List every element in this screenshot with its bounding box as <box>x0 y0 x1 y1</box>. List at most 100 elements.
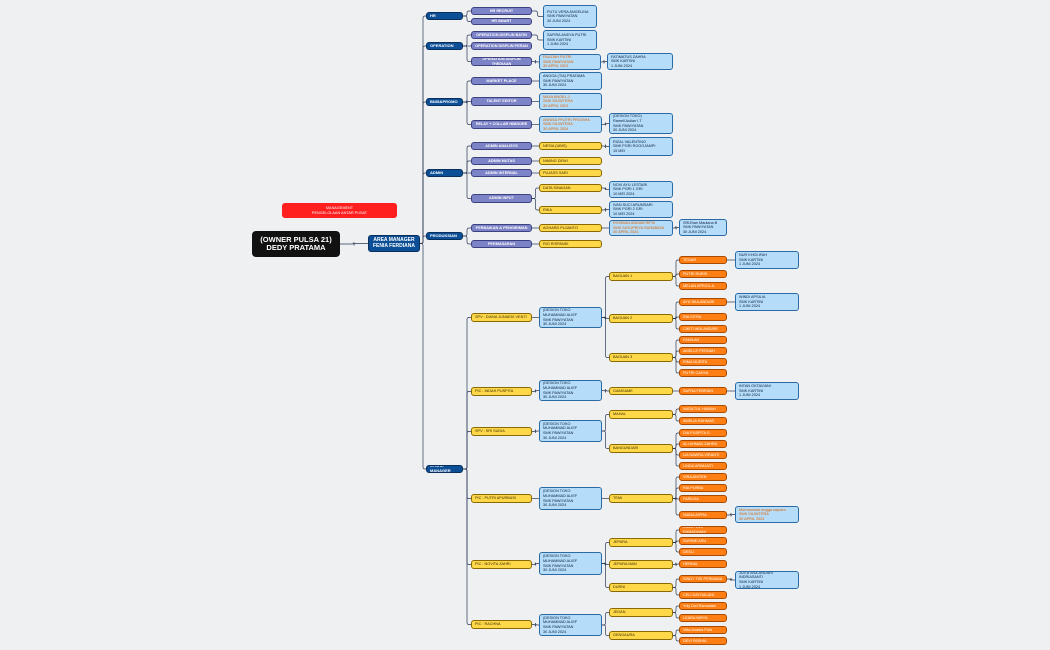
node-bis[interactable]: BNIS&PROMO <box>426 98 463 106</box>
node-s4-a3[interactable]: FARILHA <box>679 495 727 503</box>
node-s5-a1[interactable]: INDAH DWI RAMADHANI <box>679 526 727 534</box>
node-s1-b2-3[interactable]: CIKITI WULANDARI <box>679 325 727 333</box>
node-adm4-a[interactable]: DATA SINAGAN <box>539 184 602 192</box>
node-bis1[interactable]: MARKET PLACE <box>471 77 532 85</box>
node-s4[interactable]: PIC : PUTRI APURBASI <box>471 494 532 503</box>
node-adm4-b-i[interactable]: IVAN SUCI ARUMSARI SMK PGRI 2 GRI 10 MEI… <box>609 201 673 218</box>
node-prd[interactable]: PRODUKSIAN <box>426 232 463 240</box>
node-hr-recruit[interactable]: HR RECRUIT <box>471 7 532 15</box>
node-adm2[interactable]: ADMIN MUTAS <box>471 157 532 165</box>
node-prd1-c[interactable]: SRIZhan Maulana B SMK PAWIYATAN 30 JUNI … <box>679 219 727 236</box>
node-s1-b3-4[interactable]: PUTRI CAHYA <box>679 369 727 377</box>
node-op[interactable]: OPERATION <box>426 42 463 50</box>
node-adm4-a-i[interactable]: NOVI AYU LESTARI SMK PGRI 1 GRI 10 MEI 2… <box>609 181 673 198</box>
node-s1-b1-2[interactable]: PUTRI RURIS <box>679 270 727 278</box>
node-s2-a1i[interactable]: INTAN OKTAVIANI SMK KARTINI 1 JUNI 2024 <box>735 382 799 400</box>
node-bis3[interactable]: RELAY + COLLAR HIMDORE <box>471 120 532 129</box>
node-adm[interactable]: ADMIN <box>426 169 463 177</box>
node-s2-info[interactable]: (DESIGN TOKO MUHAMMAD ALIEF SMK PAWIYATA… <box>539 380 602 401</box>
node-s1-info[interactable]: (DESIGN TOKO MUHAMMAD ALIEF SMK PAWIYATA… <box>539 307 602 328</box>
node-s3-a1[interactable]: NADILTUL HAMAH <box>679 405 727 413</box>
node-bis1-a[interactable]: ANGGA (TIA) PRATAMA SMK PAWIYATAN 30 JUN… <box>539 72 602 90</box>
node-s6-b2[interactable]: DEVI PASHIA <box>679 637 727 645</box>
node-s1[interactable]: SPV : DIANA JUNAEDI VENTI <box>471 313 532 322</box>
node-s3-a2[interactable]: AMELIA RAHMAD <box>679 417 727 425</box>
node-s1-b1-1i[interactable]: NUR KHOLIFAH SMK KARTINI 1 JUNI 2024 <box>735 251 799 269</box>
node-root[interactable]: (OWNER PULSA 21) DEDY PRATAMA <box>252 231 340 257</box>
node-s4-info[interactable]: (DESIGN TOKO MUHAMMAD ALIEF SMK PAWIYATA… <box>539 487 602 510</box>
node-s3-b3[interactable]: LIA NAWRA VIRANTI <box>679 451 727 459</box>
node-am[interactable]: AREA MANAGER FENIA FERDIANA <box>368 235 420 252</box>
node-s3[interactable]: SPV : SRI SUDIA <box>471 427 532 436</box>
node-s5-b1[interactable]: HERNIA <box>679 560 727 568</box>
node-op-info[interactable]: SAFIRA ANDYA PUTRI SMK KARTINI 1 JUNI 20… <box>543 30 597 50</box>
node-s6-info[interactable]: (DESIGN TOKO MUHAMMAD ALIEF SMK PAWIYATA… <box>539 614 602 636</box>
node-s5-a2[interactable]: SURINE ARU <box>679 537 727 545</box>
node-s5-c1i[interactable]: JUITA WULANDARI INDRIASANTI SMK KARTINI … <box>735 571 799 589</box>
node-s3-info[interactable]: (DESIGN TOKO MUHAMMAD ALIEF SMK PAWIYATA… <box>539 420 602 442</box>
node-hr-smart[interactable]: HR SMART <box>471 18 532 25</box>
node-s3-b1[interactable]: DIA PUSPITA S <box>679 429 727 437</box>
node-sm[interactable]: STORE MANAGER <box>426 465 463 473</box>
node-op1[interactable]: OPERATION DISPLIN BATIN <box>471 31 532 39</box>
node-s6-a1[interactable]: Yuly Dwi Ramadani <box>679 602 727 610</box>
node-s5-c1[interactable]: SINDY TISI PERMANA <box>679 575 727 583</box>
node-s4-a2[interactable]: RIA PURBA <box>679 484 727 492</box>
node-hr[interactable]: HR <box>426 12 463 20</box>
node-s1-b3[interactable]: BAGUAN 3 <box>609 353 673 362</box>
node-s1-b2-2[interactable]: RIA SITRA <box>679 313 727 321</box>
node-s3-b2[interactable]: ALI AHMAD ZAHRA <box>679 440 727 448</box>
node-adm1[interactable]: ADMIN ANALISYS <box>471 142 532 150</box>
node-s1-b2-1i[interactable]: WINDI APSILIA SMK KARTINI 1 JUNI 2024 <box>735 293 799 311</box>
node-s5-c[interactable]: DURNI <box>609 583 673 592</box>
node-s6-a[interactable]: JEDAN <box>609 608 673 617</box>
node-s3-b4[interactable]: LINDA ARIMANTI <box>679 462 727 470</box>
node-s6-b1[interactable]: Vitta Analea Putri <box>679 626 727 634</box>
node-hr-info[interactable]: PUTU VERA ANGELINA SMK PAWIYATAN 30 JUNI… <box>543 5 597 28</box>
node-op3-b[interactable]: FATIMATUS ZAHRA SMK KARTINI 1 JUNI 2024 <box>607 53 673 70</box>
node-s6[interactable]: PIC : RACHNA <box>471 620 532 629</box>
node-prd1-b[interactable]: ROHMAN ANDAM RIFKI SMK SATUPRIYA SURABAY… <box>609 220 673 236</box>
node-s1-b1-1[interactable]: TEGAR <box>679 256 727 264</box>
node-s1-b3-1[interactable]: FAMILAH <box>679 336 727 344</box>
node-adm4-b[interactable]: RIKA <box>539 206 602 214</box>
node-s2-a[interactable]: GAMGAME <box>609 387 673 395</box>
node-op3-a[interactable]: FAUZIAH PUTRI SMK PAWIYATAN 30 APRIL 202… <box>539 54 601 70</box>
node-s5[interactable]: PIC : NOVITA ZAHRI <box>471 560 532 569</box>
node-s5-a3[interactable]: DESLI <box>679 548 727 556</box>
node-prd2[interactable]: PERMASARAN <box>471 240 532 248</box>
node-bis2-a[interactable]: MAYA ANGEL J. SMK SILIWTERA 30 APRIL 202… <box>539 93 602 110</box>
node-s5-info[interactable]: (DESIGN TOKO MUHAMMAD ALIEF SMK PAWIYATA… <box>539 552 602 575</box>
node-s6-a2[interactable]: LEARA NIRYA <box>679 614 727 622</box>
node-op3[interactable]: OPERATION DISPLIN THEDIAAN <box>471 57 532 66</box>
node-s1-b1[interactable]: BAGUAN 1 <box>609 272 673 281</box>
node-s5-a[interactable]: JEPARA <box>609 538 673 547</box>
node-adm2-a[interactable]: NIMING DEWI <box>539 157 602 165</box>
node-s2-a1[interactable]: SAFNA FEBRIAN <box>679 387 727 395</box>
node-adm3[interactable]: ADMIN INTERNAL <box>471 169 532 177</box>
node-adm3-a[interactable]: PUJASS SARI <box>539 169 602 177</box>
node-s3-a[interactable]: MAHAL <box>609 410 673 419</box>
node-mgmt[interactable]: MANAGEMENT PENGELOLAAN ANTAR PUSAT <box>282 203 397 218</box>
node-prd1-a[interactable]: AGHARD PUJANTO <box>539 224 602 232</box>
node-bis3-a[interactable]: ANNISA PFUTRI PRIGSHA SMK SILIWTERA 30 A… <box>539 116 602 133</box>
node-s4-a1[interactable]: VIRA ANITEN <box>679 473 727 481</box>
node-s1-b1-3[interactable]: MELAN APRIOL A. <box>679 282 727 290</box>
node-adm4[interactable]: ADMIN INPUT <box>471 194 532 203</box>
node-s3-b[interactable]: BANGUNDARI <box>609 444 673 453</box>
node-s4-a4[interactable]: NIANA AIPRA <box>679 511 727 519</box>
node-s1-b2-1[interactable]: AYU WULANDARI <box>679 298 727 306</box>
node-op2[interactable]: OPERATION DISPLIN PERAN <box>471 42 532 50</box>
node-s1-b2[interactable]: BAGUAN 2 <box>609 314 673 323</box>
node-bis2[interactable]: TALENT EDITOR <box>471 97 532 106</box>
node-prd1[interactable]: PERBAIKAN & PENGIRIMAN <box>471 224 532 232</box>
node-s1-b3-2[interactable]: AMELLE PERNAH <box>679 347 727 355</box>
node-s4-a4i[interactable]: Murhammad angga saputra SMK SILIWTERA 30… <box>735 506 799 523</box>
node-adm1-b[interactable]: RIZAL VALENTINO SMK PGRI ROGOJAMPI 15 ME… <box>609 137 673 156</box>
node-s6-b[interactable]: GENGAURA <box>609 631 673 640</box>
node-bis-info[interactable]: (DESIGN TOKO) Ramell Aulian I.T SMK PAWI… <box>609 113 673 134</box>
node-prd2-a[interactable]: RIO RISPANDI <box>539 240 602 248</box>
node-s1-b3-3[interactable]: RIMA NURITA <box>679 358 727 366</box>
node-s5-c2[interactable]: CELI DAYOALANI <box>679 591 727 599</box>
node-s2[interactable]: PIC : INDAH PUSPITA <box>471 387 532 396</box>
